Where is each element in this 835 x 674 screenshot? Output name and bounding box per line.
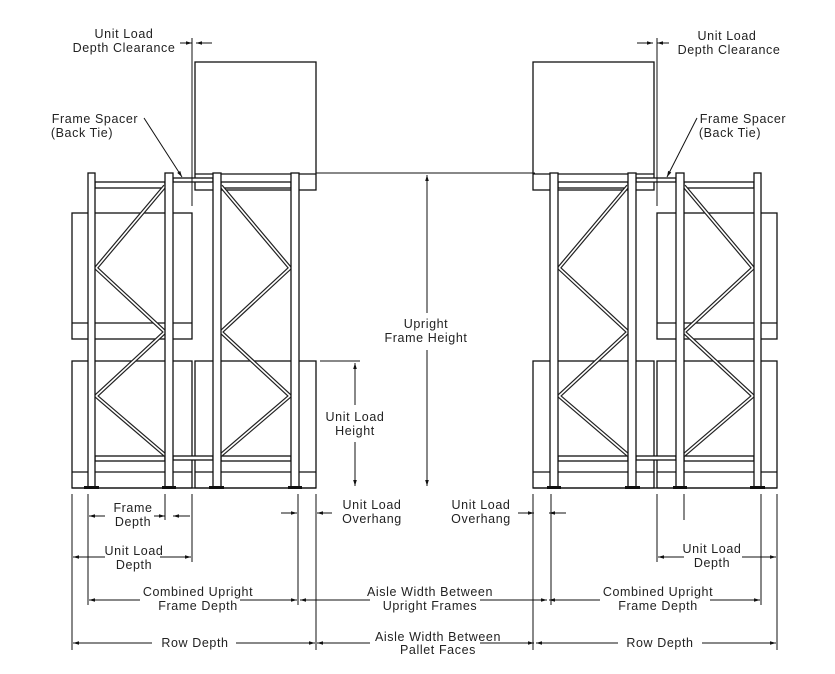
- row-depth-left-label: Row Depth: [161, 636, 228, 650]
- frame-spacer-left-label: Frame Spacer(Back Tie): [51, 112, 138, 140]
- row-depth-right-label: Row Depth: [626, 636, 693, 650]
- frame-spacer-right-label: Frame Spacer(Back Tie): [699, 112, 786, 140]
